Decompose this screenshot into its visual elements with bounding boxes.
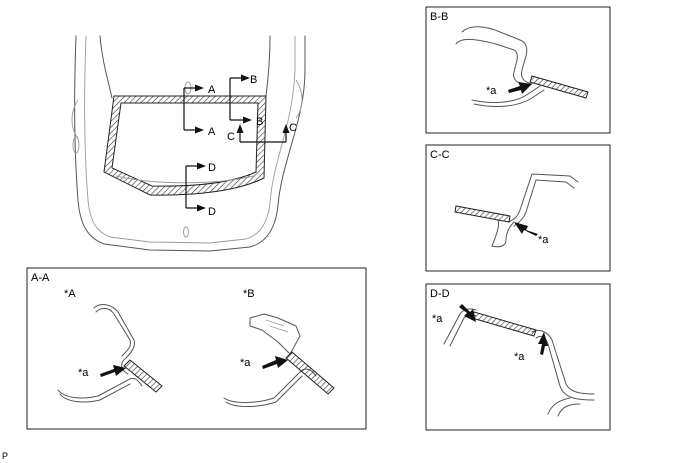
section-label-c-left: C [227, 131, 235, 143]
panel-section-c-c: C-C *a [425, 144, 611, 272]
vehicle-body-outline [74, 35, 306, 252]
a-a-arrow-left [100, 365, 126, 377]
windshield-glass [103, 95, 267, 196]
section-label-d-bottom: D [208, 206, 216, 218]
a-a-glass-right [285, 351, 335, 395]
section-label-c-right: C [289, 122, 297, 134]
b-b-glass [529, 75, 589, 99]
d-d-cowl-panel [531, 329, 595, 395]
a-a-body-panel-left [93, 304, 135, 375]
d-d-callout-2: *a [514, 351, 525, 363]
panel-b-b-frame [425, 6, 611, 134]
vehicle-left-mirror [71, 99, 79, 139]
cowl-detail [115, 175, 255, 184]
c-c-pillar-panel-inner [513, 179, 575, 227]
panel-section-b-b: B-B *a [425, 6, 611, 134]
c-c-lower-bracket [491, 219, 515, 248]
vehicle-left-lamp [72, 136, 80, 154]
d-d-glass [471, 311, 537, 337]
vehicle-overview: A A B B C C D D [71, 35, 306, 252]
a-a-lower-panel-right-inner [225, 375, 303, 407]
section-label-b-bottom: B [256, 116, 263, 128]
section-label-d-top: D [208, 162, 216, 174]
vehicle-left-pillar [99, 35, 113, 99]
panel-section-a-a: A-A *A *B *a *a [26, 267, 367, 430]
vehicle-hood-emblem [183, 226, 189, 238]
a-a-trim-panel-detail [265, 319, 289, 333]
footer-code: P [2, 451, 8, 461]
d-d-arrow-1 [459, 304, 476, 322]
section-label-b-top: B [250, 74, 257, 86]
a-a-lower-panel-right [223, 368, 317, 403]
b-b-arrow [508, 82, 532, 94]
a-a-glass-left [123, 359, 163, 393]
c-c-callout: *a [538, 234, 549, 246]
cut-marker-a [183, 84, 204, 134]
vehicle-right-pillar [265, 35, 271, 97]
panel-c-c-frame [425, 144, 611, 272]
section-label-a-top: A [208, 84, 216, 96]
d-d-arrow-2 [538, 332, 548, 355]
b-b-roof-panel [461, 26, 533, 85]
panel-a-a-title: A-A [31, 272, 50, 284]
a-a-lower-panel-left [57, 377, 143, 399]
panel-d-d-title: D-D [430, 288, 450, 300]
b-b-lower-panel [471, 85, 541, 103]
a-a-callout-2: *a [240, 357, 251, 369]
panel-d-d-frame [425, 283, 611, 431]
c-c-arrow [514, 222, 538, 236]
section-label-a-bottom: A [208, 126, 216, 138]
b-b-roof-panel-inner [455, 38, 523, 85]
b-b-callout: *a [486, 85, 497, 97]
vehicle-body-inner-line [84, 35, 296, 244]
d-d-callout-1: *a [432, 313, 443, 325]
panel-a-a-sublabel-b: *B [243, 288, 255, 300]
a-a-body-panel-left-inner [95, 307, 131, 357]
panel-section-d-d: D-D *a *a [425, 283, 611, 431]
a-a-lower-panel-left-inner [59, 383, 131, 403]
panel-c-c-title: C-C [430, 149, 450, 161]
a-a-trim-panel [249, 313, 301, 355]
d-d-cowl-panel-inner [535, 335, 595, 401]
cut-marker-c [236, 124, 290, 143]
vehicle-right-mirror [295, 79, 303, 119]
a-a-arrow-right [262, 356, 288, 369]
cut-marker-b [229, 74, 252, 124]
cut-marker-d [185, 162, 206, 212]
panel-b-b-title: B-B [430, 11, 448, 23]
panel-a-a-frame [26, 267, 367, 430]
d-d-lower-bracket [547, 397, 581, 417]
panel-a-a-sublabel-a: *A [64, 288, 76, 300]
c-c-pillar-panel [507, 173, 579, 223]
b-b-lower-panel-inner [473, 89, 545, 107]
a-a-callout-1: *a [78, 367, 89, 379]
c-c-glass [454, 205, 511, 223]
